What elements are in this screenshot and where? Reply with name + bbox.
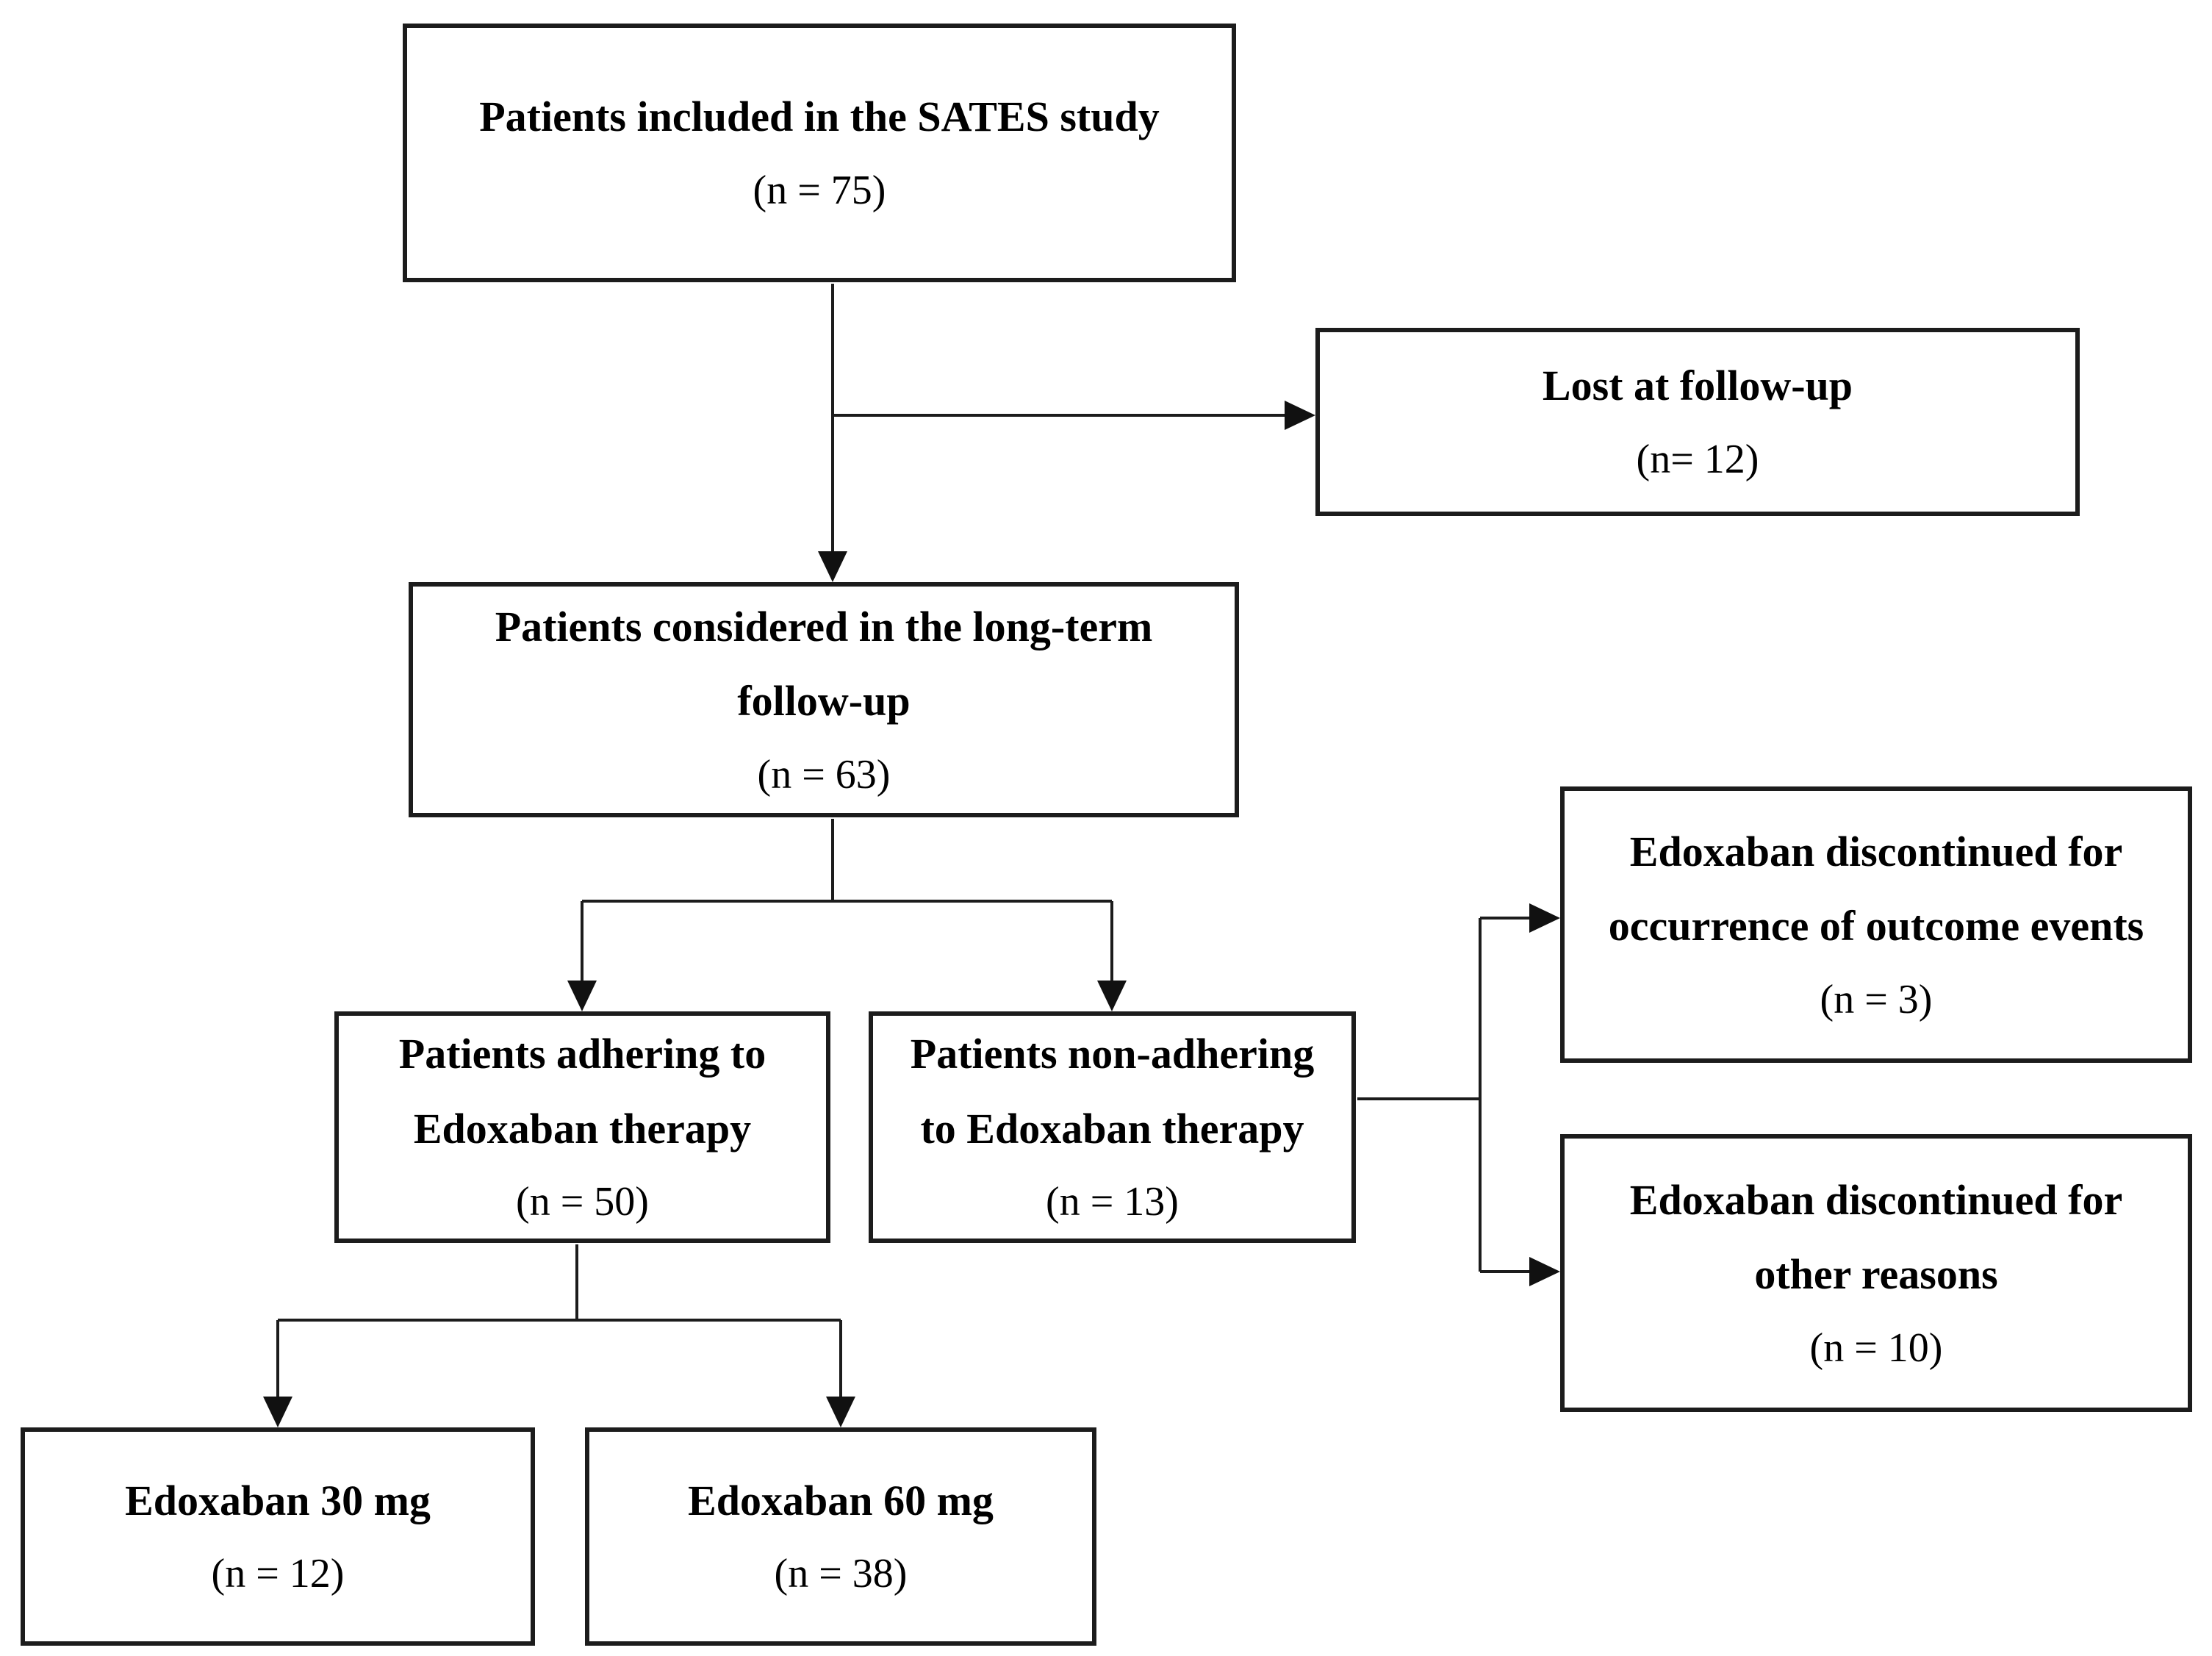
- arrowhead-down-adhering: [567, 981, 597, 1011]
- node-title: other reasons: [1754, 1250, 1998, 1298]
- edge-longterm-split: [581, 819, 1113, 983]
- node-count: (n = 38): [774, 1551, 908, 1597]
- node-title: to Edoxaban therapy: [920, 1104, 1304, 1153]
- node-title: Edoxaban discontinued for: [1629, 827, 2123, 875]
- node-title: occurrence of outcome events: [1608, 902, 2144, 950]
- node-title: Patients non-adhering: [910, 1030, 1315, 1078]
- node-title: Edoxaban therapy: [413, 1104, 752, 1153]
- node-count: (n = 10): [1809, 1325, 1943, 1371]
- node-edoxaban-30mg: Edoxaban 30 mg (n = 12): [21, 1427, 535, 1646]
- node-lost-at-follow-up: Lost at follow-up (n= 12): [1315, 328, 2080, 516]
- node-title: follow-up: [737, 677, 911, 725]
- arrowhead-down-e30: [263, 1397, 292, 1427]
- arrowhead-down-longterm: [818, 551, 847, 582]
- node-title: Patients adhering to: [398, 1030, 766, 1078]
- node-title: Patients considered in the long-term: [495, 602, 1153, 650]
- arrowhead-down-nonadhering: [1097, 981, 1127, 1011]
- node-count: (n = 50): [516, 1179, 649, 1225]
- node-count: (n = 63): [757, 751, 891, 797]
- node-edoxaban-60mg: Edoxaban 60 mg (n = 38): [585, 1427, 1096, 1646]
- node-patients-included-sates: Patients included in the SATES study (n …: [403, 24, 1236, 282]
- node-title: Edoxaban discontinued for: [1629, 1175, 2123, 1224]
- node-title: Edoxaban 60 mg: [688, 1476, 994, 1524]
- node-title: Patients included in the SATES study: [479, 93, 1160, 141]
- node-count: (n = 12): [211, 1551, 345, 1597]
- arrowhead-right-lost: [1285, 401, 1315, 430]
- node-title: Edoxaban 30 mg: [125, 1476, 431, 1524]
- node-discontinued-other-reasons: Edoxaban discontinued for other reasons …: [1560, 1134, 2192, 1412]
- arrowhead-right-other: [1529, 1257, 1560, 1286]
- node-count: (n = 75): [753, 167, 886, 213]
- node-count: (n = 13): [1046, 1179, 1179, 1225]
- arrowhead-down-e60: [826, 1397, 855, 1427]
- node-count: (n= 12): [1636, 436, 1759, 482]
- node-long-term-follow-up: Patients considered in the long-term fol…: [409, 582, 1239, 817]
- node-count: (n = 3): [1820, 976, 1933, 1022]
- arrowhead-right-outcome: [1529, 903, 1560, 933]
- edge-nonadhering-split: [1357, 917, 1532, 1273]
- node-patients-non-adhering: Patients non-adhering to Edoxaban therap…: [869, 1011, 1356, 1243]
- node-title: Lost at follow-up: [1542, 362, 1853, 410]
- node-patients-adhering: Patients adhering to Edoxaban therapy (n…: [334, 1011, 830, 1243]
- node-discontinued-outcome-events: Edoxaban discontinued for occurrence of …: [1560, 786, 2192, 1063]
- edge-adhering-split: [276, 1244, 842, 1398]
